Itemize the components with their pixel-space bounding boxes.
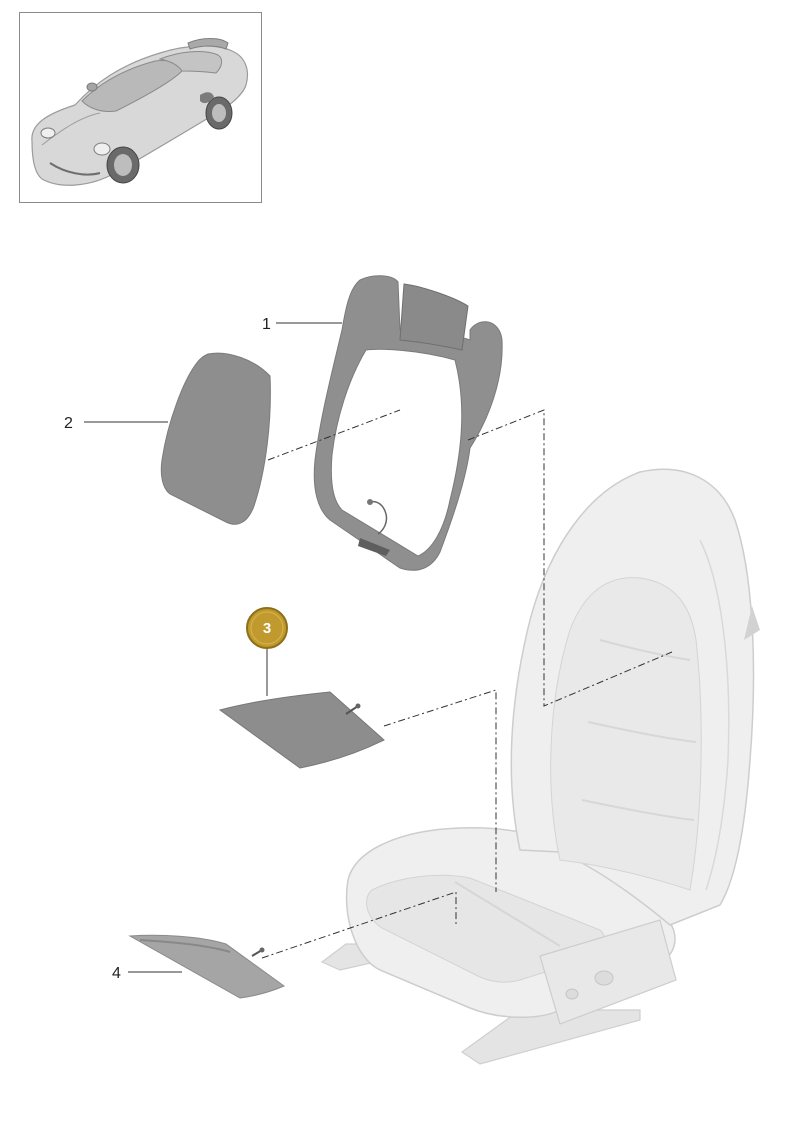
callout-3: 3 <box>263 620 271 637</box>
assembly-lines <box>261 409 673 959</box>
callout-4: 4 <box>112 965 121 982</box>
part-2-backrest-panel <box>160 352 271 525</box>
part-3-heating-mat <box>218 691 385 769</box>
callout-2: 2 <box>64 415 73 432</box>
callout-1: 1 <box>262 316 271 333</box>
leader-lines <box>84 322 342 973</box>
part-1-backrest-padding <box>313 275 503 571</box>
callout-3-badge[interactable]: 3 <box>246 607 288 649</box>
part-4-cushion-heating-mat <box>128 934 286 999</box>
vehicle-thumbnail <box>19 12 262 203</box>
car-thumbnail-icon <box>31 38 249 186</box>
sport-seat-icon <box>320 468 760 1065</box>
